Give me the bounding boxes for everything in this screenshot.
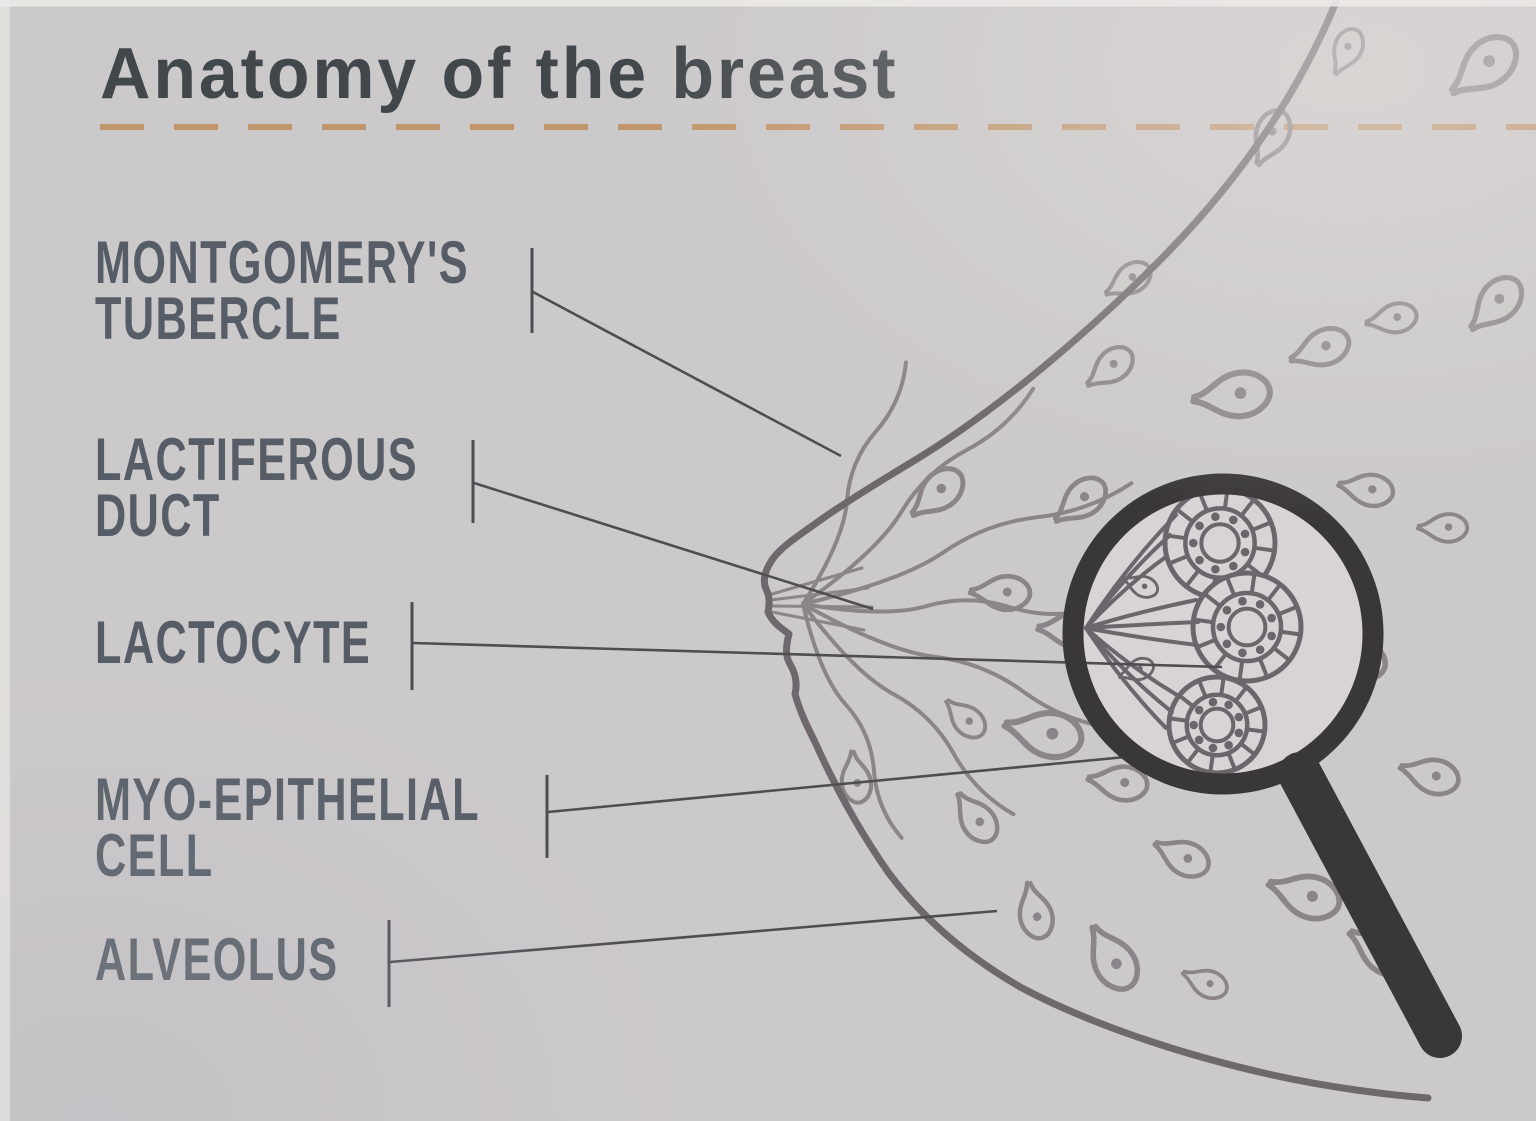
alveolus-unit <box>1166 674 1268 776</box>
label-line: TUBERCLE <box>95 285 342 352</box>
leader-myo-epithelial-cell <box>545 754 1137 858</box>
leader-montgomerys-tubercle <box>530 248 842 458</box>
label-line: ALVEOLUS <box>95 926 339 993</box>
label-lactocyte: LACTOCYTE <box>95 609 372 676</box>
leader-alveolus <box>387 909 998 1007</box>
magnifier-handle <box>1278 752 1462 1058</box>
label-lactiferous-duct: LACTIFEROUS DUCT <box>95 426 419 549</box>
label-line: LACTIFEROUS <box>95 426 419 493</box>
label-line: CELL <box>95 822 214 889</box>
label-montgomerys-tubercle: MONTGOMERY'S TUBERCLE <box>95 229 469 352</box>
label-line: MONTGOMERY'S <box>95 229 469 296</box>
label-line: DUCT <box>95 482 221 549</box>
label-line: LACTOCYTE <box>95 609 372 676</box>
label-myo-epithelial-cell: MYO-EPITHELIAL CELL <box>95 766 480 889</box>
alveolus-unit <box>1190 570 1304 684</box>
page-title: Anatomy of the breast <box>100 34 899 114</box>
label-alveolus: ALVEOLUS <box>95 926 339 993</box>
label-line: MYO-EPITHELIAL <box>95 766 480 833</box>
